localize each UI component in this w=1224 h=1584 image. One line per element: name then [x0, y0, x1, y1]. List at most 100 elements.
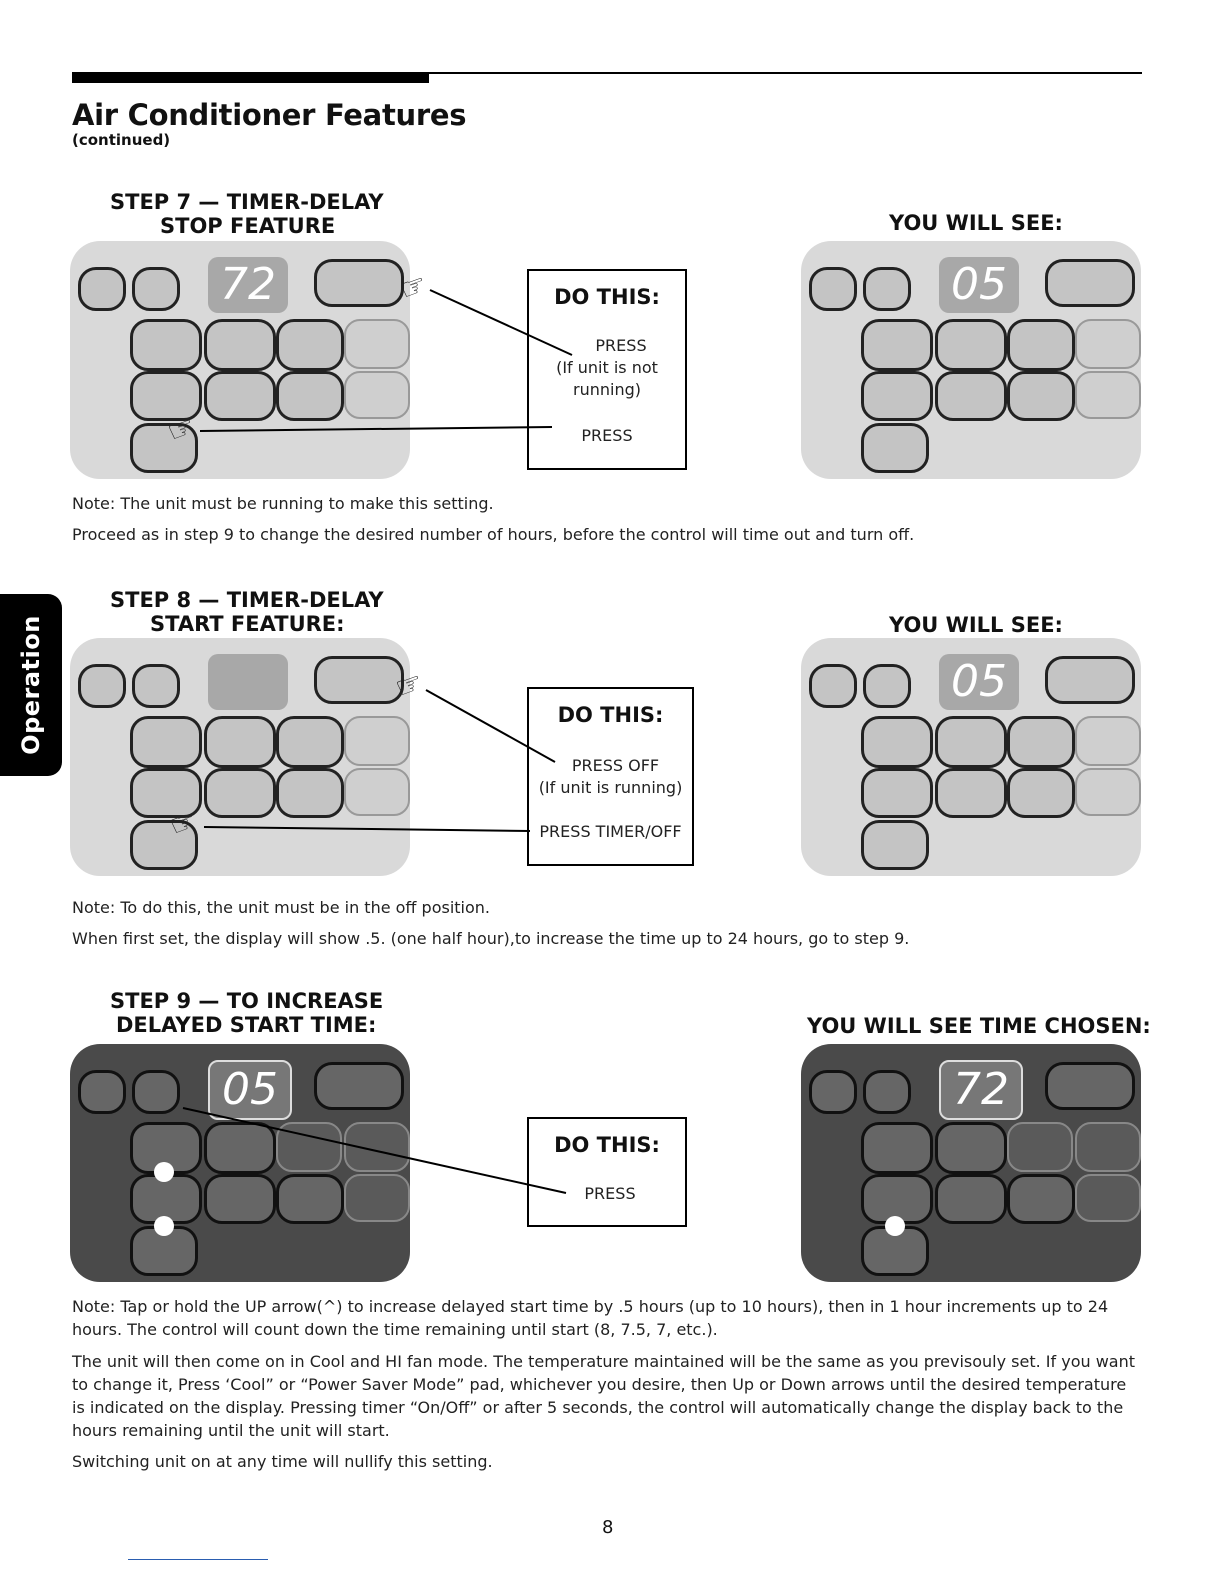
panel-button	[861, 716, 933, 768]
step9-note: Switching unit on at any time will nulli…	[72, 1452, 493, 1471]
panel-button	[935, 1122, 1007, 1174]
do-this-heading: DO THIS:	[554, 285, 660, 309]
panel-button	[344, 716, 410, 766]
panel-button	[204, 716, 276, 768]
panel-button	[276, 371, 344, 421]
step9-you-will-see: YOU WILL SEE TIME CHOSEN:	[807, 1014, 1151, 1038]
panel-button	[130, 371, 202, 421]
on-off-button	[1045, 1062, 1135, 1110]
panel-button	[276, 319, 344, 371]
panel-button	[1007, 1174, 1075, 1224]
panel-button	[276, 1174, 344, 1224]
footer-line	[128, 1559, 268, 1560]
step7-you-will-see: YOU WILL SEE:	[889, 211, 1063, 235]
panel-button	[204, 1122, 276, 1174]
panel-button	[130, 768, 202, 818]
down-arrow-button	[78, 664, 126, 708]
indicator-light	[885, 1216, 905, 1236]
step7-result-panel: 05	[801, 241, 1141, 479]
up-arrow-button	[863, 267, 911, 311]
timer-button	[130, 820, 198, 870]
panel-button	[204, 319, 276, 371]
panel-button	[130, 319, 202, 371]
step7-heading-line2: STOP FEATURE	[160, 214, 336, 238]
panel-button	[935, 716, 1007, 768]
page-number: 8	[602, 1517, 614, 1538]
step7-note: Note: The unit must be running to make t…	[72, 494, 494, 513]
do-this-instruction: (If unit is running)	[538, 778, 683, 797]
panel-button	[1007, 371, 1075, 421]
down-arrow-button	[809, 267, 857, 311]
up-arrow-button	[863, 664, 911, 708]
panel-button	[861, 371, 933, 421]
panel-button	[1007, 716, 1075, 768]
down-arrow-button	[78, 1070, 126, 1114]
indicator-light	[154, 1162, 174, 1182]
section-tab-label: Operation	[17, 615, 45, 755]
step9-do-this-box: DO THIS: PRESS	[527, 1117, 687, 1227]
timer-button	[861, 423, 929, 473]
indicator-light	[154, 1216, 174, 1236]
page-title: Air Conditioner Features	[72, 98, 467, 132]
up-arrow-button	[132, 1070, 180, 1114]
on-off-button	[314, 259, 404, 307]
panel-button	[204, 768, 276, 818]
panel-button	[276, 1122, 342, 1172]
panel-button	[861, 768, 933, 818]
timer-display: 05	[208, 1060, 292, 1120]
panel-button	[1007, 319, 1075, 371]
panel-button	[935, 319, 1007, 371]
timer-button	[861, 820, 929, 870]
step9-note: Note: Tap or hold the UP arrow(^) to inc…	[72, 1297, 1109, 1339]
panel-button	[344, 371, 410, 419]
on-off-button	[1045, 259, 1135, 307]
panel-button	[861, 319, 933, 371]
step8-heading-line1: STEP 8 — TIMER-DELAY	[110, 588, 384, 612]
timer-button	[130, 423, 198, 473]
panel-button	[1007, 1122, 1073, 1172]
do-this-instruction: running)	[573, 380, 641, 399]
up-arrow-button	[863, 1070, 911, 1114]
panel-button	[1075, 371, 1141, 419]
up-arrow-button	[132, 267, 180, 311]
panel-button	[344, 1174, 410, 1222]
step7-heading: STEP 7 — TIMER-DELAY STOP FEATURE	[110, 190, 384, 238]
do-this-heading: DO THIS:	[557, 703, 664, 727]
panel-button	[1075, 319, 1141, 369]
panel-button	[276, 716, 344, 768]
panel-button	[935, 768, 1007, 818]
step7-heading-line1: STEP 7 — TIMER-DELAY	[110, 190, 384, 214]
step9-note: The unit will then come on in Cool and H…	[72, 1352, 1136, 1440]
do-this-instruction: PRESS	[584, 1184, 636, 1203]
do-this-instruction: PRESS OFF	[571, 756, 660, 775]
panel-button	[276, 768, 344, 818]
header-rule-thin	[429, 72, 1142, 74]
panel-button	[204, 1174, 276, 1224]
do-this-instruction: PRESS TIMER/OFF	[539, 822, 682, 841]
section-tab: Operation	[0, 594, 62, 776]
do-this-instruction: PRESS	[581, 426, 633, 445]
step9-heading-line1: STEP 9 — TO INCREASE	[110, 989, 384, 1013]
temperature-display: 72	[208, 257, 288, 313]
step9-heading-line2: DELAYED START TIME:	[116, 1013, 377, 1037]
step8-control-panel	[70, 638, 410, 876]
panel-button	[344, 768, 410, 816]
on-off-button	[1045, 656, 1135, 704]
blank-display	[208, 654, 288, 710]
step9-control-panel: 05	[70, 1044, 410, 1282]
up-arrow-button	[132, 664, 180, 708]
panel-button	[204, 371, 276, 421]
panel-button	[1075, 716, 1141, 766]
on-off-button	[314, 1062, 404, 1110]
step8-do-this-box: DO THIS: PRESS OFF (If unit is running) …	[527, 687, 694, 866]
timer-display: 72	[939, 1060, 1023, 1120]
panel-button	[344, 319, 410, 369]
panel-button	[861, 1122, 933, 1174]
page-subtitle: (continued)	[72, 131, 171, 149]
step8-heading-line2: START FEATURE:	[150, 612, 345, 636]
on-off-button	[314, 656, 404, 704]
panel-button	[1075, 1174, 1141, 1222]
panel-button	[1075, 768, 1141, 816]
step8-heading: STEP 8 — TIMER-DELAY START FEATURE:	[110, 588, 384, 636]
do-this-instruction: (If unit is not	[556, 358, 658, 377]
